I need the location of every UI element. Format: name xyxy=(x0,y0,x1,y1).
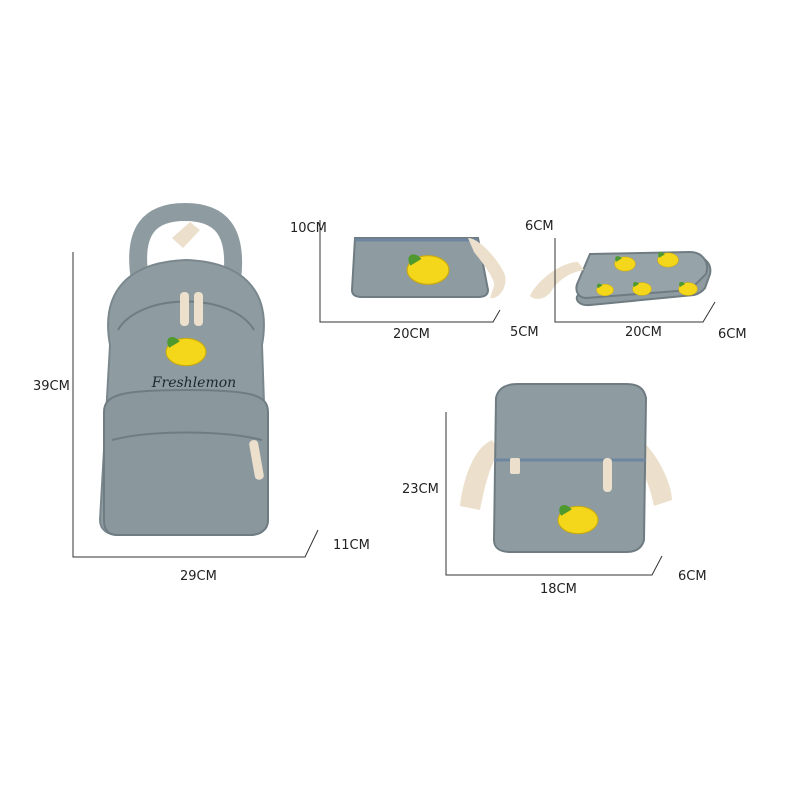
backpack-depth-label: 11CM xyxy=(333,538,370,553)
backpack: Freshlemon xyxy=(98,202,270,536)
shoulder-bag-depth-label: 6CM xyxy=(678,569,707,584)
backpack-width-label: 29CM xyxy=(180,569,217,584)
shoulder-bag-width-label: 18CM xyxy=(540,582,577,597)
clutch-bag xyxy=(350,237,506,299)
pencil-case-depth-label: 6CM xyxy=(718,327,747,342)
pencil-case-width-label: 20CM xyxy=(625,325,662,340)
pencil-case-height-label: 6CM xyxy=(525,219,554,234)
clutch-width-label: 20CM xyxy=(393,327,430,342)
pencil-case xyxy=(530,250,712,307)
shoulder-bag xyxy=(460,383,672,553)
shoulder-bag-height-label: 23CM xyxy=(402,482,439,497)
clutch-height-label: 10CM xyxy=(290,221,327,236)
backpack-height-label: 39CM xyxy=(33,379,70,394)
clutch-depth-label: 5CM xyxy=(510,325,539,340)
backpack-brand-text: Freshlemon xyxy=(151,375,236,391)
